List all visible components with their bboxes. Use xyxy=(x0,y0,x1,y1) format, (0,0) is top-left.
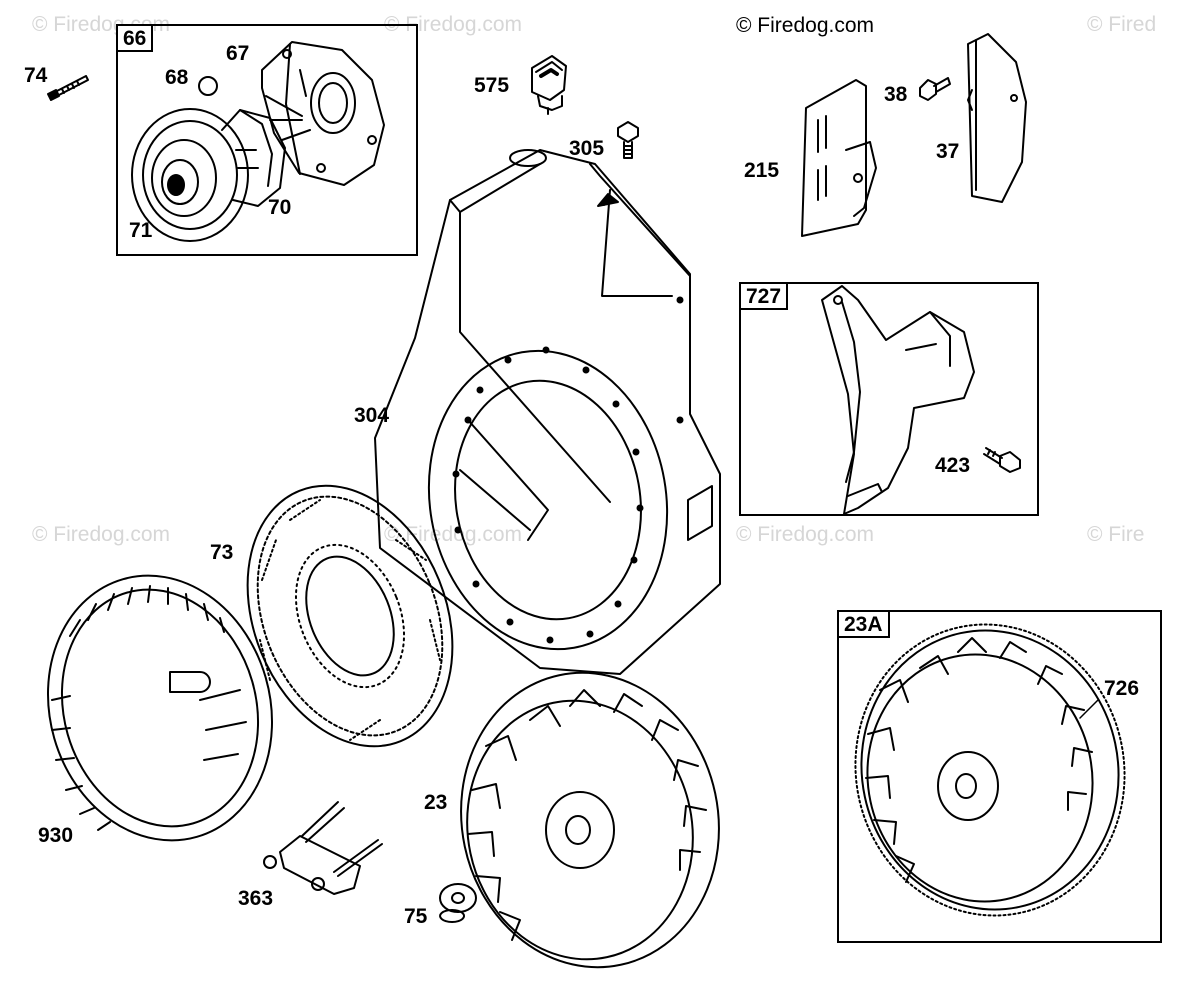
part-label-73: 73 xyxy=(210,541,234,564)
watermark-mid-far-right: © Fire xyxy=(1087,523,1145,546)
starter-clutch-assembly-icon xyxy=(131,41,385,242)
box-label-66: 66 xyxy=(116,24,154,52)
part-label-23: 23 xyxy=(424,791,448,814)
part-label-37: 37 xyxy=(936,140,960,163)
part-label-38: 38 xyxy=(884,83,908,106)
bolt-305-icon xyxy=(617,121,639,159)
bracket-363-icon xyxy=(263,801,383,895)
box-label-23a: 23A xyxy=(837,610,890,638)
part-label-423: 423 xyxy=(935,454,971,477)
copyright-text: © Firedog.com xyxy=(736,14,875,37)
part-label-363: 363 xyxy=(238,887,274,910)
part-label-74: 74 xyxy=(24,64,48,87)
bracket-215-icon xyxy=(801,79,877,237)
flywheel-23-icon xyxy=(439,671,720,969)
part-label-70: 70 xyxy=(268,196,292,219)
air-guide-727-icon xyxy=(821,285,975,515)
blower-housing-304-icon xyxy=(374,149,721,675)
screw-38-icon xyxy=(919,77,951,101)
part-label-68: 68 xyxy=(165,66,189,89)
watermark-top-mid: © Firedog.com xyxy=(384,13,523,36)
key-switch-575-icon xyxy=(531,55,567,115)
watermark-mid-left: © Firedog.com xyxy=(32,523,171,546)
shield-37-icon xyxy=(967,33,1027,203)
screw-423-icon xyxy=(983,447,1021,473)
watermark-mid-right: © Firedog.com xyxy=(736,523,875,546)
part-label-304: 304 xyxy=(354,404,390,427)
screen-73-icon xyxy=(246,484,454,748)
box-label-727: 727 xyxy=(739,282,789,310)
screw-74-icon xyxy=(47,75,89,101)
part-label-575: 575 xyxy=(474,74,510,97)
part-label-305: 305 xyxy=(569,137,605,160)
part-label-930: 930 xyxy=(38,824,74,847)
flywheel-23a-icon xyxy=(854,623,1126,917)
part-label-75: 75 xyxy=(404,905,428,928)
box-727-frame xyxy=(739,282,1039,516)
watermark-mid-center: © Firedog.com xyxy=(384,523,523,546)
part-label-67: 67 xyxy=(226,42,250,65)
part-label-726: 726 xyxy=(1104,677,1140,700)
ring-guard-930-icon xyxy=(46,574,274,842)
box-23a-frame xyxy=(837,610,1162,943)
box-66-frame xyxy=(116,24,418,256)
washer-75-icon xyxy=(439,883,477,913)
part-label-215: 215 xyxy=(744,159,780,182)
part-label-71: 71 xyxy=(129,219,153,242)
watermark-top-right: © Fired xyxy=(1087,13,1157,36)
